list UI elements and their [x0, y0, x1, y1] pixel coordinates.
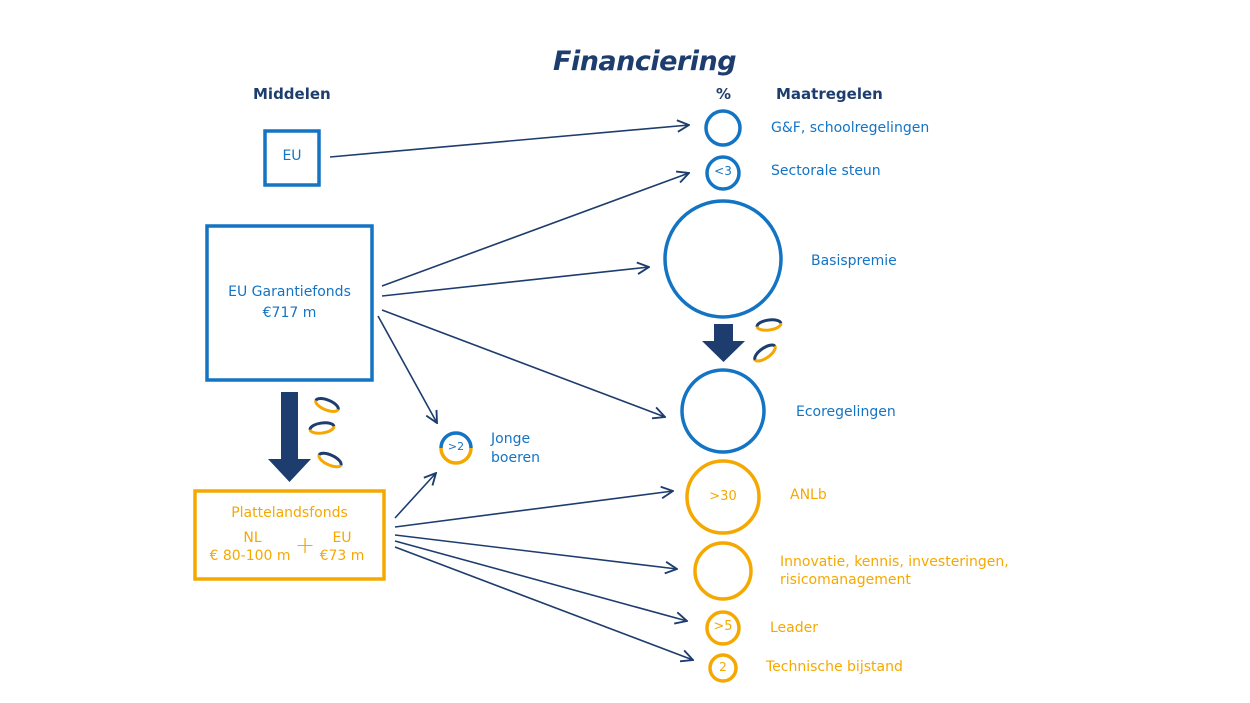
measure-anlb: ANLb [790, 487, 827, 503]
header-middelen: Middelen [253, 85, 331, 103]
garantiefonds-name: EU Garantiefonds [228, 284, 351, 300]
arrow-eu-to-gf [329, 125, 689, 158]
measure-basispremie: Basispremie [811, 253, 897, 269]
circle-sectorale-steun [705, 155, 741, 191]
plattelandsfonds-eu-label: EU [332, 530, 352, 546]
measure-innovatie-line1: Innovatie, kennis, investeringen, [780, 554, 1009, 570]
circle-gf-schoolregelingen [704, 109, 742, 147]
circle-leader [705, 610, 741, 646]
arrow-platteland-to-jonge-boeren [394, 473, 436, 519]
coin-icon [317, 451, 343, 469]
header-percent: % [716, 85, 732, 103]
eu-box [263, 129, 321, 187]
jonge-boeren-line2: boeren [491, 450, 540, 466]
measure-sectorale-steun: Sectorale steun [771, 163, 881, 179]
measure-gf-schoolregelingen: G&F, schoolregelingen [771, 120, 930, 136]
arrow-garantie-to-sectorale [381, 173, 689, 287]
circle-jonge-boeren-bottom [439, 447, 473, 465]
percent-technische-bijstand: 2 [719, 660, 727, 674]
arrow-platteland-to-technische [394, 546, 693, 660]
arrow-platteland-to-anlb [394, 491, 673, 528]
arrow-garantie-to-basispremie [381, 267, 649, 297]
coin-icon [308, 421, 336, 435]
circle-ecoregelingen [680, 368, 766, 454]
header-maatregelen: Maatregelen [776, 85, 883, 103]
measure-leader: Leader [770, 620, 819, 636]
plattelandsfonds-nl-amount: € 80-100 m [209, 548, 291, 564]
measure-technische-bijstand: Technische bijstand [766, 659, 903, 675]
circle-innovatie [693, 541, 753, 601]
eu-label: EU [282, 148, 302, 164]
coin-icon [753, 343, 777, 363]
percent-jonge-boeren: >2 [447, 440, 465, 453]
plattelandsfonds-nl-label: NL [243, 530, 262, 546]
coin-icon [314, 397, 340, 413]
measure-innovatie-line2: risicomanagement [780, 572, 911, 588]
plattelandsfonds-name: Plattelandsfonds [231, 505, 348, 521]
circle-basispremie [663, 199, 783, 319]
coin-icon [755, 318, 783, 332]
jonge-boeren-line1: Jonge [491, 431, 531, 447]
garantiefonds-box [205, 224, 374, 382]
percent-leader: >5 [713, 619, 733, 634]
arrow-platteland-to-leader [394, 540, 687, 621]
garantiefonds-amount: €717 m [262, 305, 317, 321]
circle-technische-bijstand [708, 653, 738, 683]
circle-anlb [685, 459, 761, 535]
diagram-title: Financiering [553, 46, 737, 77]
measure-ecoregelingen: Ecoregelingen [796, 404, 896, 420]
down-arrow-ecoregelingen [702, 324, 745, 362]
arrow-platteland-to-innovatie [394, 534, 677, 569]
plattelandsfonds-eu-amount: €73 m [319, 548, 365, 564]
percent-anlb: >30 [709, 489, 737, 504]
plattelandsfonds-box [193, 489, 386, 581]
circle-jonge-boeren-top [439, 431, 473, 449]
percent-sectorale-steun: <3 [714, 164, 732, 178]
arrow-garantie-to-ecoregelingen [381, 309, 665, 417]
down-arrow-platteland [268, 392, 311, 482]
arrow-garantie-to-jonge-boeren [377, 315, 437, 423]
plattelandsfonds-plus: + [294, 531, 316, 559]
